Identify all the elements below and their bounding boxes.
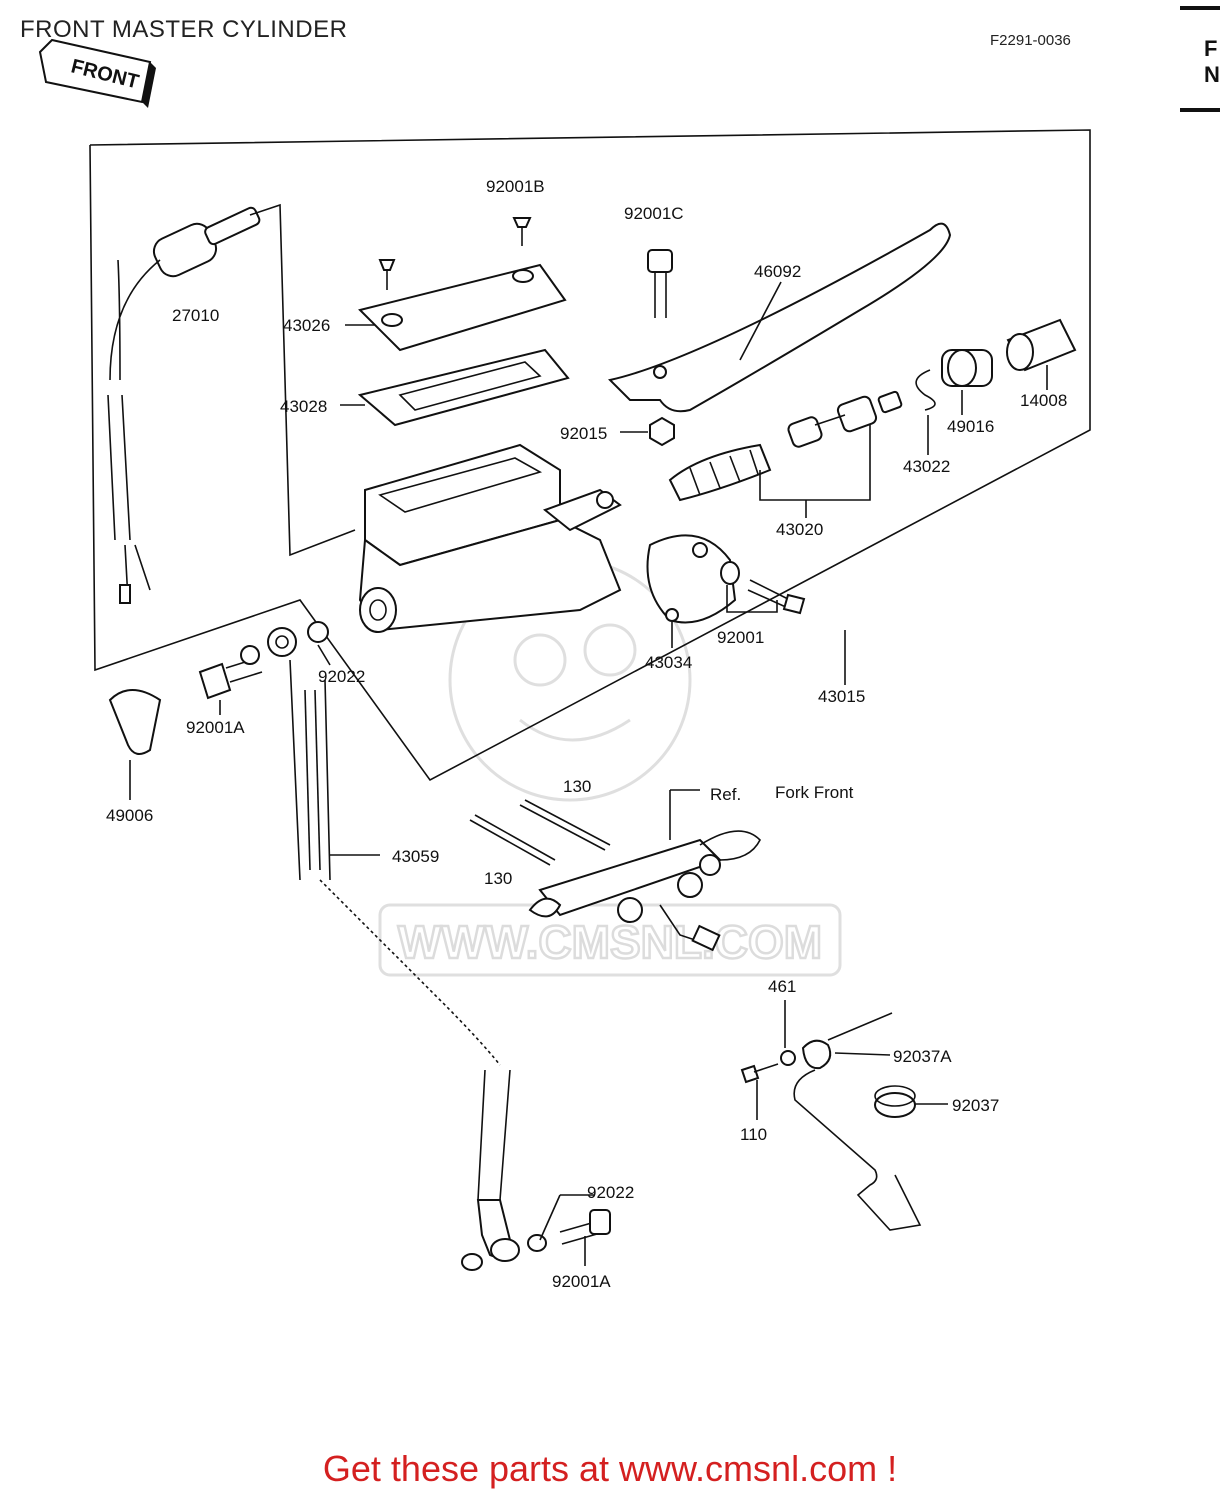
boot-49006 (108, 689, 162, 755)
bolts-92001 (720, 561, 806, 615)
label-43022: 43022 (903, 457, 950, 476)
fork-bracket (469, 789, 761, 952)
nut-92015 (649, 416, 675, 447)
label-43020: 43020 (776, 520, 823, 539)
dust-boot-49016 (941, 349, 993, 387)
diagram-title: FRONT MASTER CYLINDER (20, 16, 348, 43)
banjo-bolt-92001a-top (198, 621, 329, 700)
brake-switch-27010 (107, 203, 356, 604)
clamp-43034 (646, 534, 737, 624)
label-92037: 92037 (952, 1096, 999, 1115)
label-43015: 43015 (818, 687, 865, 706)
dust-cover-14008 (1006, 318, 1077, 372)
side-rule-bottom (1180, 108, 1220, 112)
label-49016: 49016 (947, 417, 994, 436)
label-27010: 27010 (172, 306, 219, 325)
label-461: 461 (768, 977, 796, 996)
label-43059: 43059 (392, 847, 439, 866)
label-43028: 43028 (280, 397, 327, 416)
cta-link[interactable]: Get these parts at www.cmsnl.com ! (322, 1448, 898, 1489)
label-43034: 43034 (645, 653, 692, 672)
bracket-parts (740, 1000, 948, 1231)
label-130-a: 130 (563, 777, 591, 796)
label-130-b: 130 (484, 869, 512, 888)
watermark-text: WWW.CMSNL.COM (398, 916, 822, 968)
label-14008: 14008 (1020, 391, 1067, 410)
label-92015: 92015 (560, 424, 607, 443)
diagram-code: F2291-0036 (990, 32, 1071, 49)
piston-kit-43020 (668, 390, 903, 502)
side-letter-1: F (1204, 36, 1218, 61)
assembly-frame (89, 129, 1091, 782)
label-43026: 43026 (283, 316, 330, 335)
pivot-bolt-92001c (647, 249, 673, 318)
brake-hose-43059 (289, 659, 611, 1271)
reservoir-cap-43026 (358, 259, 567, 352)
label-49006: 49006 (106, 806, 153, 825)
label-92001a-bottom: 92001A (552, 1272, 611, 1291)
label-ref: Ref. (710, 785, 741, 804)
circlip-43022 (915, 369, 936, 411)
side-rule-top (1180, 6, 1220, 10)
front-arrow-icon: FRONT (38, 38, 156, 108)
label-92001c: 92001C (624, 204, 684, 223)
diaphragm-43028 (357, 348, 570, 427)
label-92001: 92001 (717, 628, 764, 647)
label-92022-top: 92022 (318, 667, 365, 686)
leader-lines (129, 281, 1048, 1266)
label-110: 110 (740, 1125, 767, 1144)
label-46092: 46092 (754, 262, 801, 281)
label-92001b: 92001B (486, 177, 545, 196)
label-fork-front: Fork Front (775, 783, 854, 802)
screw-92001b (512, 217, 532, 246)
label-92037a: 92037A (893, 1047, 952, 1066)
label-92001a-top: 92001A (186, 718, 245, 737)
brake-lever-46092 (608, 222, 952, 413)
side-letter-2: N (1204, 62, 1220, 87)
master-cylinder-body (358, 443, 622, 633)
label-92022-bottom: 92022 (587, 1183, 634, 1202)
